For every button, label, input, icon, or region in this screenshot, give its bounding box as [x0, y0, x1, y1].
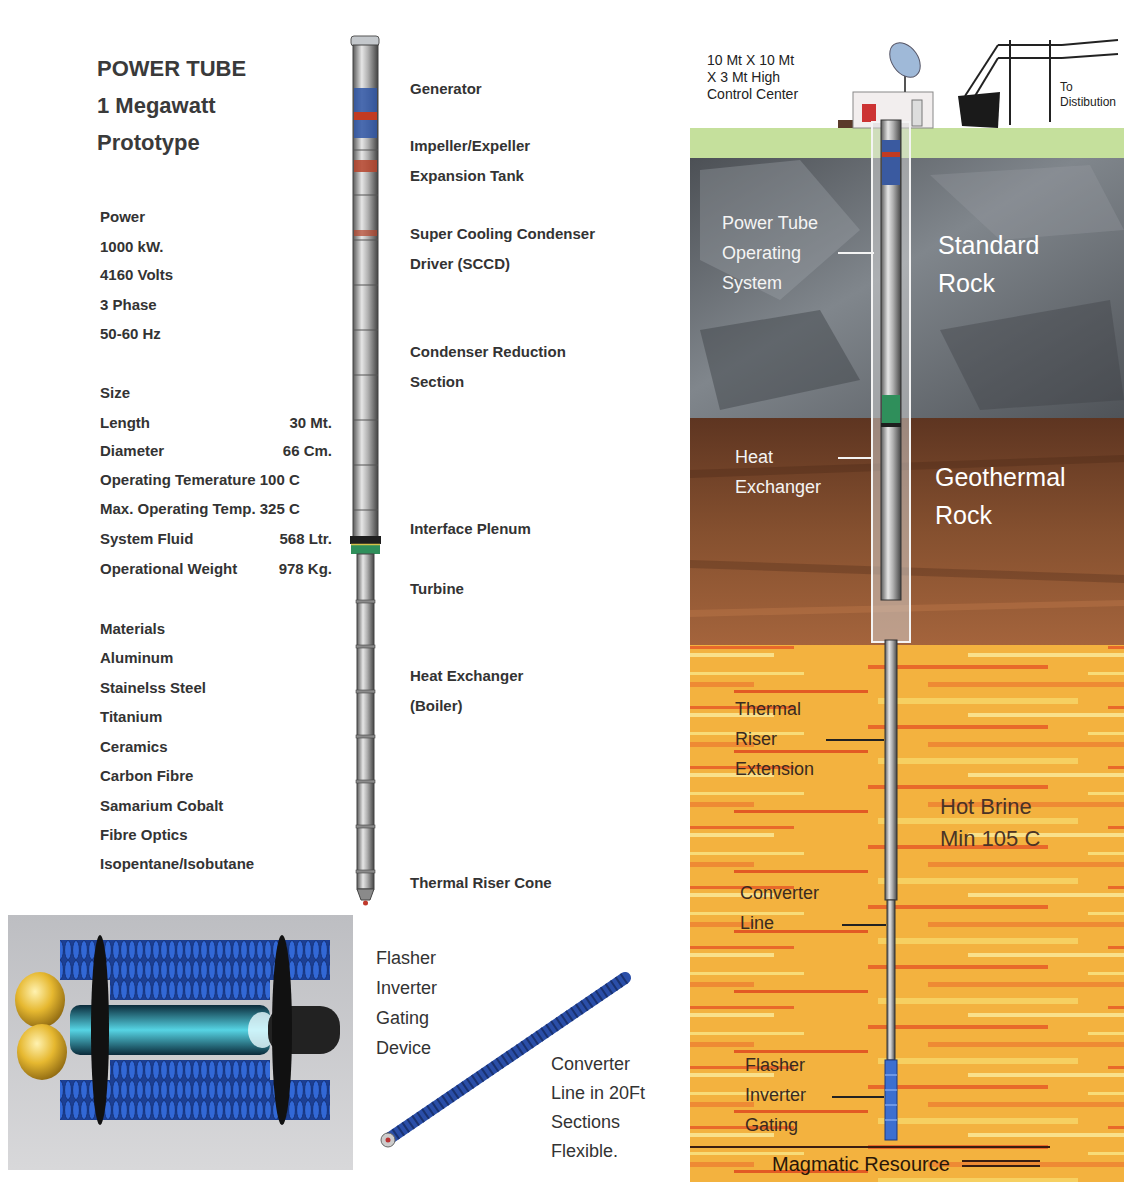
material-item: Ceramics — [100, 737, 168, 757]
label-anchor: 50-60 Hz — [100, 324, 161, 344]
title-heading: POWER TUBE 1 Megawatt Prototype — [97, 50, 255, 161]
label-anchor: Flasher Inverter Gating Device — [376, 943, 456, 1063]
label-anchor: Length — [100, 413, 150, 433]
label-anchor: 568 Ltr. — [250, 529, 332, 549]
callout-label: Flasher Inverter Gating — [745, 1050, 825, 1140]
label-anchor: Condenser Reduction Section — [410, 337, 595, 397]
spec-line: Max. Operating Temp. 325 C — [100, 499, 300, 519]
part-label: Interface Plenum — [410, 514, 531, 544]
callout-label: Thermal Riser Extension — [735, 694, 820, 784]
label-anchor: Max. Operating Temp. 325 C — [100, 499, 300, 519]
label-anchor: Stainelss Steel — [100, 678, 206, 698]
part-label: Condenser Reduction Section — [410, 337, 595, 397]
spec-name: Operational Weight — [100, 559, 237, 579]
label-anchor: 3 Phase — [100, 295, 157, 315]
control-center-building — [838, 37, 933, 128]
installed-power-tube — [872, 120, 910, 1140]
label-anchor: Heat Exchanger (Boiler) — [410, 661, 555, 721]
label-anchor: Fibre Optics — [100, 825, 188, 845]
label-anchor: Isopentane/Isobutane — [100, 854, 254, 874]
spec-value: 978 Kg. — [250, 559, 332, 579]
leader-lines — [826, 253, 886, 1097]
layer-name: Hot Brine Min 105 C — [940, 791, 1060, 855]
label-anchor: Interface Plenum — [410, 514, 531, 544]
spec-heading: Power — [100, 207, 145, 227]
material-item: Stainelss Steel — [100, 678, 206, 698]
material-item: Titanium — [100, 707, 162, 727]
part-label: Heat Exchanger (Boiler) — [410, 661, 555, 721]
callout-label: Converter Line — [740, 878, 835, 938]
material-item: Aluminum — [100, 648, 173, 668]
part-label: Impeller/Expeller Expansion Tank — [410, 131, 590, 191]
building-label: 10 Mt X 10 Mt X 3 Mt High Control Center — [707, 52, 803, 103]
spec-value: 66 Cm. — [250, 441, 332, 461]
callout-label: Heat Exchanger — [735, 442, 830, 502]
label-anchor: Impeller/Expeller Expansion Tank — [410, 131, 590, 191]
spec-value: 3 Phase — [100, 295, 157, 315]
part-label: Thermal Riser Cone — [410, 868, 552, 898]
label-anchor: Diameter — [100, 441, 164, 461]
power-lines — [958, 40, 1118, 128]
spec-value: 30 Mt. — [250, 413, 332, 433]
label-anchor: Operational Weight — [100, 559, 237, 579]
label-anchor: System Fluid — [100, 529, 193, 549]
spec-heading: Size — [100, 383, 130, 403]
distribution-label: To Distibution — [1060, 80, 1122, 110]
label-anchor: Samarium Cobalt — [100, 796, 223, 816]
spec-name: Diameter — [100, 441, 164, 461]
label-anchor: Carbon Fibre — [100, 766, 193, 786]
label-anchor: Converter Line in 20Ft Sections Flexible… — [551, 1050, 663, 1166]
spec-value: 1000 kW. — [100, 237, 163, 257]
layer-name: Geothermal Rock — [935, 458, 1085, 534]
label-anchor: Flasher Inverter Gating — [745, 1050, 825, 1140]
device-label: Flasher Inverter Gating Device — [376, 943, 456, 1063]
material-item: Samarium Cobalt — [100, 796, 223, 816]
label-anchor: Magmatic Resource — [772, 1152, 950, 1176]
label-anchor: Power Tube Operating System — [722, 208, 832, 298]
power-tube-drawing — [350, 36, 381, 906]
label-anchor: 1000 kW. — [100, 237, 163, 257]
label-anchor: 4160 Volts — [100, 265, 173, 285]
label-anchor: Size — [100, 383, 130, 403]
label-anchor: Generator — [410, 74, 482, 104]
label-anchor: Converter Line — [740, 878, 835, 938]
label-anchor: Power — [100, 207, 145, 227]
label-anchor: Thermal Riser Extension — [735, 694, 820, 784]
label-anchor: 30 Mt. — [250, 413, 332, 433]
material-item: Fibre Optics — [100, 825, 188, 845]
part-label: Super Cooling Condenser Driver (SCCD) — [410, 219, 615, 279]
spec-value: 568 Ltr. — [250, 529, 332, 549]
spec-value: 4160 Volts — [100, 265, 173, 285]
label-anchor: 10 Mt X 10 Mt X 3 Mt High Control Center — [707, 52, 803, 103]
label-anchor: Materials — [100, 619, 165, 639]
spec-name: System Fluid — [100, 529, 193, 549]
label-anchor: 66 Cm. — [250, 441, 332, 461]
label-anchor: Aluminum — [100, 648, 173, 668]
resource-label: Magmatic Resource — [772, 1152, 950, 1176]
title-anchor: POWER TUBE 1 Megawatt Prototype — [97, 50, 255, 161]
label-anchor: Thermal Riser Cone — [410, 868, 552, 898]
spec-value: 50-60 Hz — [100, 324, 161, 344]
spec-name: Length — [100, 413, 150, 433]
part-label: Turbine — [410, 574, 464, 604]
label-anchor: Titanium — [100, 707, 162, 727]
label-anchor: To Distibution — [1060, 80, 1122, 110]
label-anchor: 978 Kg. — [250, 559, 332, 579]
converter-render — [8, 915, 353, 1170]
callout-label: Power Tube Operating System — [722, 208, 832, 298]
spec-line: Operating Temerature 100 C — [100, 470, 300, 490]
label-anchor: Super Cooling Condenser Driver (SCCD) — [410, 219, 615, 279]
layer-name: Standard Rock — [938, 226, 1078, 302]
material-item: Isopentane/Isobutane — [100, 854, 254, 874]
label-anchor: Turbine — [410, 574, 464, 604]
material-item: Carbon Fibre — [100, 766, 193, 786]
label-anchor: Operating Temerature 100 C — [100, 470, 300, 490]
device-label: Converter Line in 20Ft Sections Flexible… — [551, 1050, 663, 1166]
label-anchor: Heat Exchanger — [735, 442, 830, 502]
part-label: Generator — [410, 74, 482, 104]
spec-heading: Materials — [100, 619, 165, 639]
label-anchor: Ceramics — [100, 737, 168, 757]
